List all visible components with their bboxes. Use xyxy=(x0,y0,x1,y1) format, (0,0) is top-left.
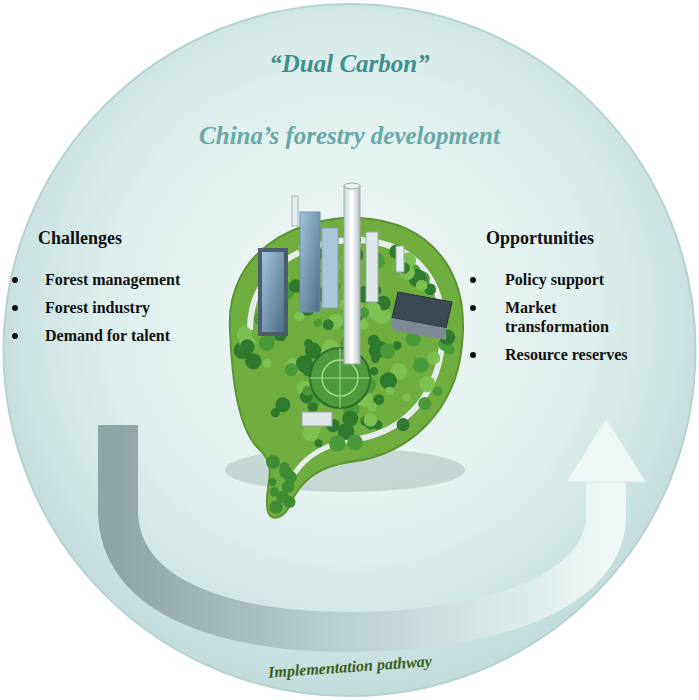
tree xyxy=(367,402,377,412)
office-building xyxy=(258,248,288,336)
bullet-dot xyxy=(12,305,18,311)
bullet-item: Market transformation xyxy=(505,298,655,336)
tree xyxy=(285,363,298,376)
bullet-item: Demand for talent xyxy=(45,326,185,345)
tree xyxy=(259,335,275,351)
tree xyxy=(347,435,363,451)
bullet-dot xyxy=(470,277,476,283)
city-island-illustration xyxy=(225,183,465,518)
tree xyxy=(262,359,271,368)
tree xyxy=(266,455,280,469)
chimney xyxy=(292,196,298,226)
tree xyxy=(413,357,429,373)
tree xyxy=(314,319,322,327)
tree xyxy=(268,478,277,487)
tree xyxy=(427,351,440,364)
tree xyxy=(370,367,379,376)
bullet-dot xyxy=(470,305,476,311)
tree xyxy=(314,439,322,447)
tree xyxy=(418,397,431,410)
central-tower xyxy=(344,183,360,189)
central-plaza xyxy=(310,348,370,408)
central-tower xyxy=(344,186,360,364)
tree xyxy=(380,343,396,359)
section-heading: Opportunities xyxy=(486,228,594,249)
bullet-dot xyxy=(12,277,18,283)
bullet-item: Forest industry xyxy=(45,298,185,317)
low-building xyxy=(302,412,332,426)
section-heading: Challenges xyxy=(38,228,122,249)
central-plaza xyxy=(340,348,341,408)
tree xyxy=(403,394,411,402)
tree xyxy=(308,402,318,412)
tree xyxy=(386,387,394,395)
tree xyxy=(269,500,283,514)
tree xyxy=(416,280,427,291)
office-building xyxy=(262,252,284,332)
diagram-title: “Dual Carbon” xyxy=(269,50,429,78)
tree xyxy=(271,408,280,417)
small-tower xyxy=(396,246,404,272)
tree xyxy=(380,372,397,389)
tree xyxy=(240,339,255,354)
tree xyxy=(284,496,296,508)
bullet-dot xyxy=(12,333,18,339)
tree xyxy=(397,418,410,431)
tree xyxy=(245,353,261,369)
tree xyxy=(294,311,304,321)
tree xyxy=(329,435,346,452)
glass-tower xyxy=(300,212,320,312)
bullet-item: Forest management xyxy=(45,270,185,289)
tree xyxy=(419,376,435,392)
bullet-item: Resource reserves xyxy=(505,345,655,364)
background-disc xyxy=(4,4,696,696)
pathway-arrow-head xyxy=(566,418,646,482)
factory-wall xyxy=(392,318,446,340)
bullet-item: Policy support xyxy=(505,270,655,289)
tree xyxy=(444,345,454,355)
tree xyxy=(342,411,358,427)
bullet-dot xyxy=(470,352,476,358)
side-tower xyxy=(366,232,378,302)
subtitle: China’s forestry development xyxy=(199,122,500,150)
tree xyxy=(364,413,378,427)
glass-tower xyxy=(322,228,338,308)
tree xyxy=(323,319,334,330)
